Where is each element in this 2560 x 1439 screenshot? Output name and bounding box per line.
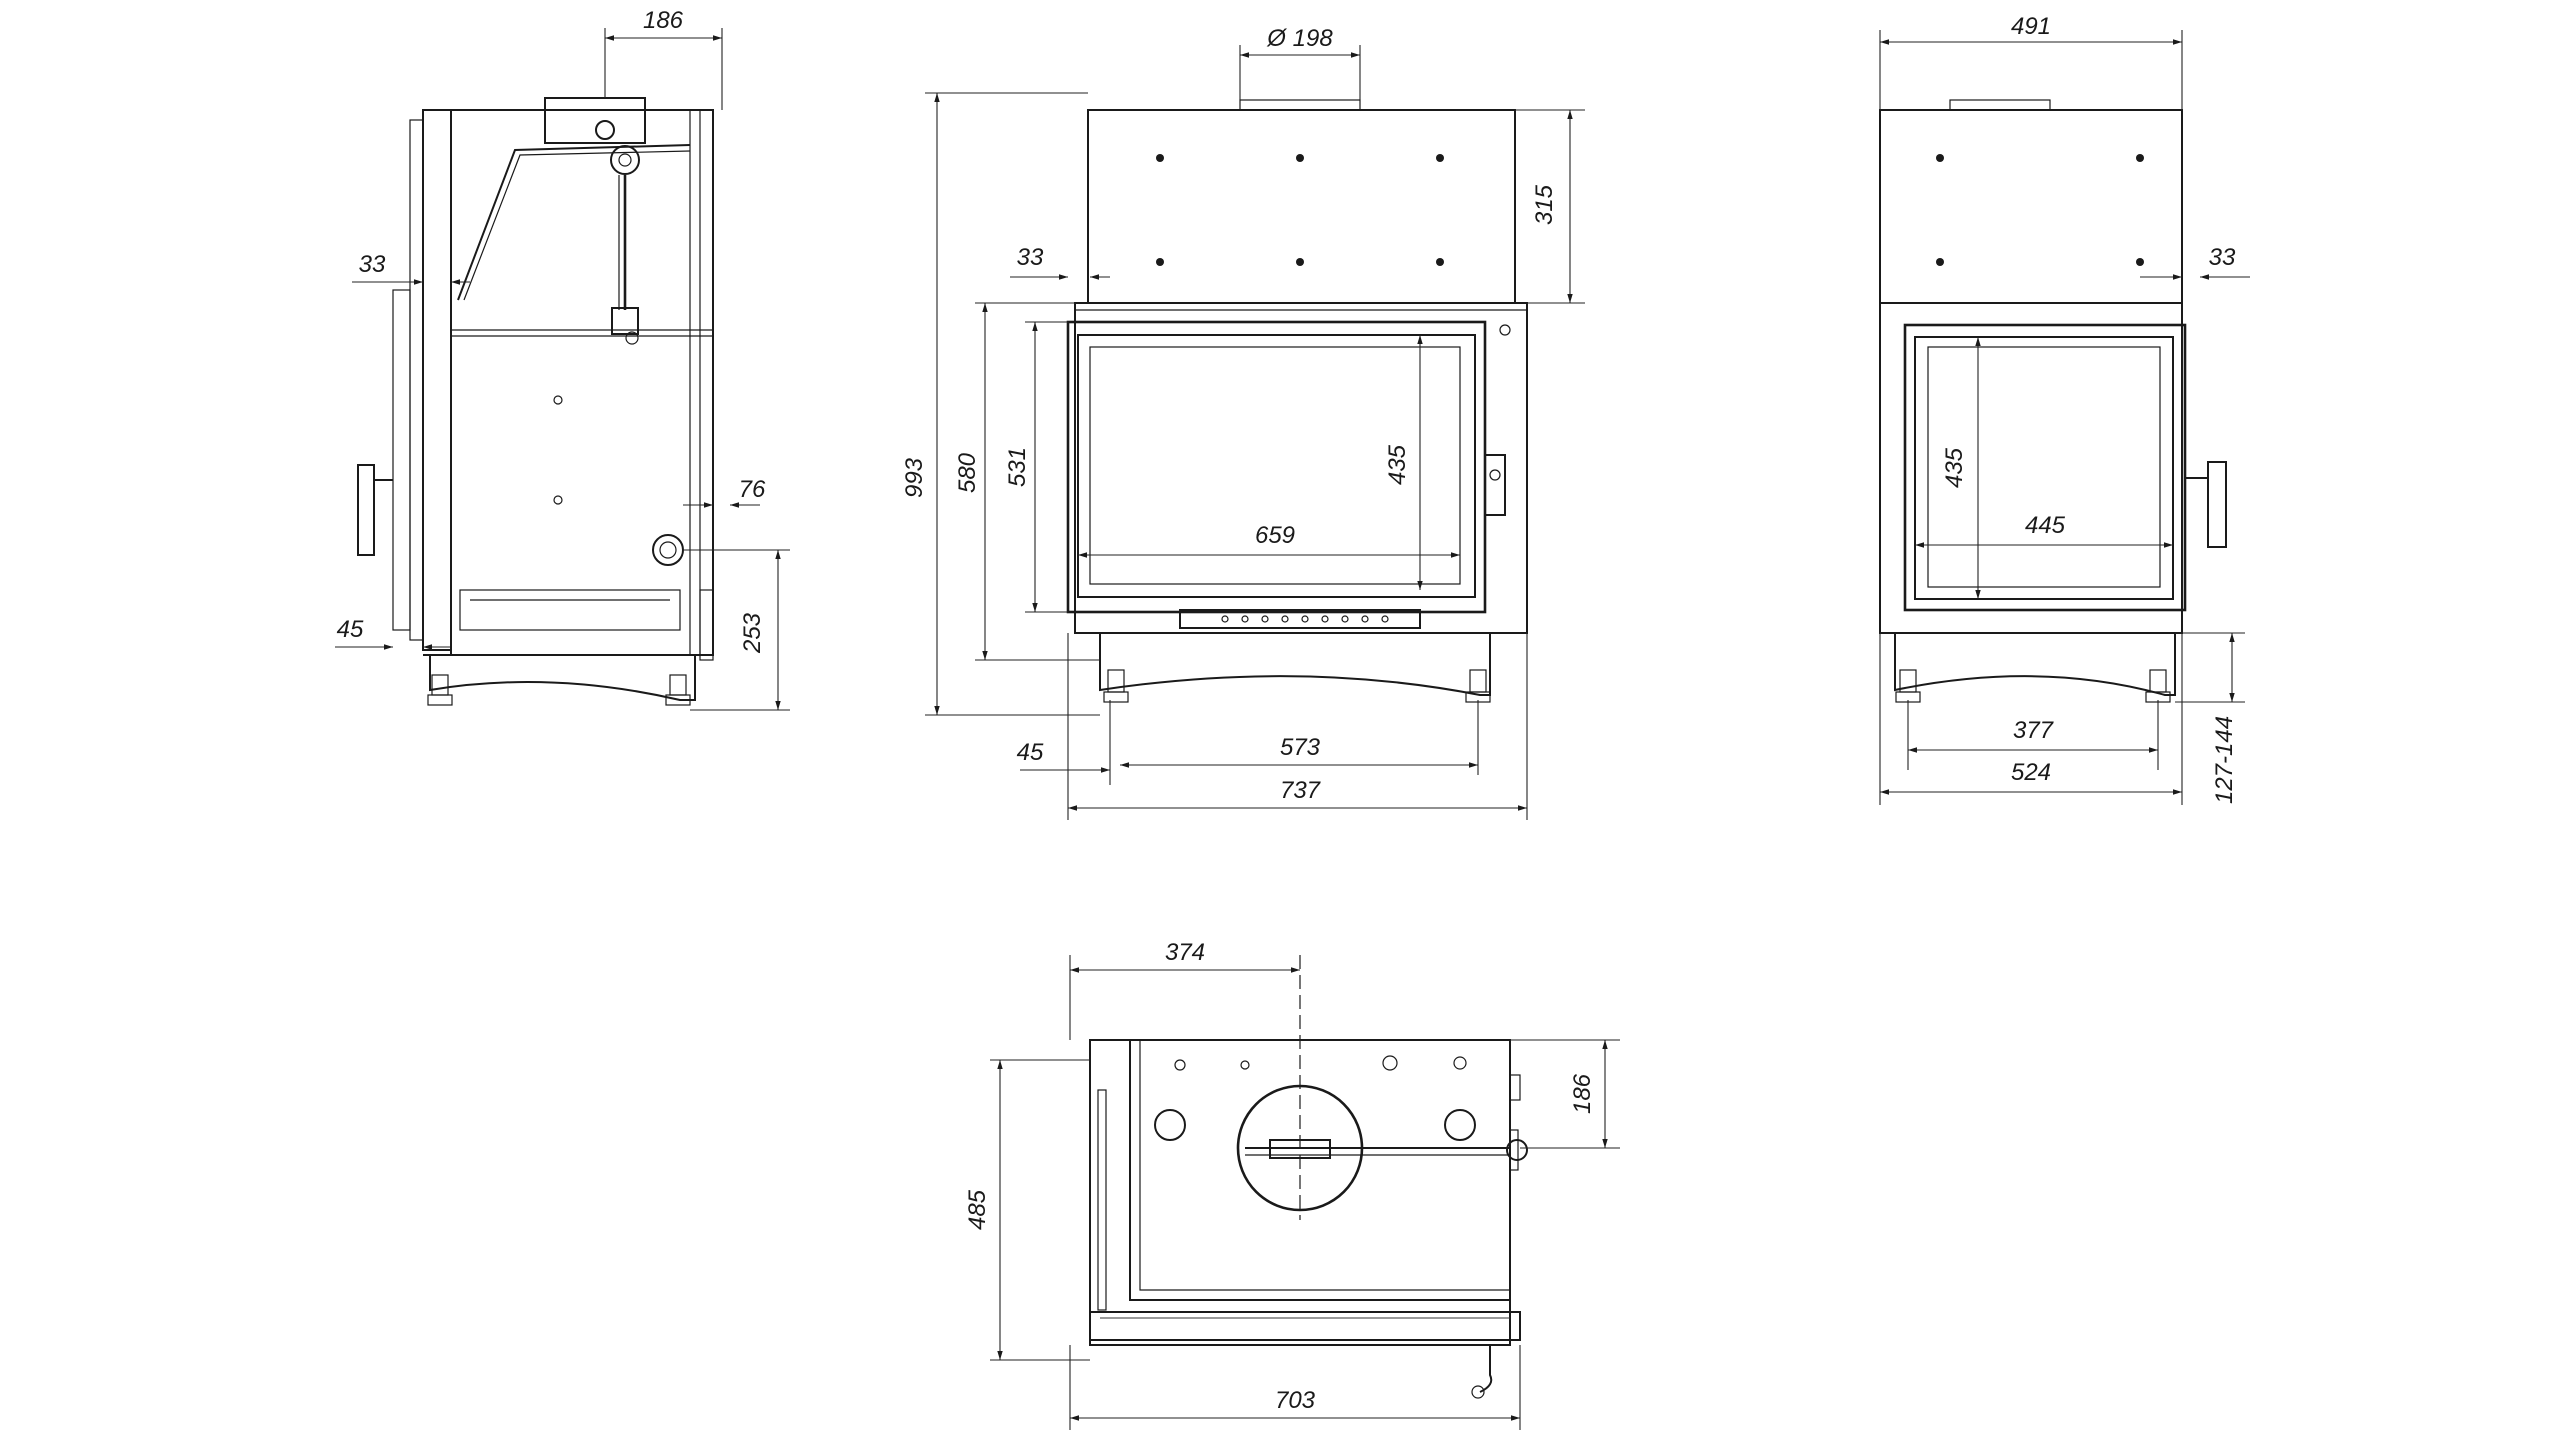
front-dim-315: 315 xyxy=(1531,184,1558,225)
side-baffle xyxy=(457,144,691,301)
rear-door-handle xyxy=(2207,461,2227,548)
rear-dim-377: 377 xyxy=(2013,717,2055,744)
top-view: 374 186 485 703 xyxy=(964,939,1620,1430)
rear-dim-445: 445 xyxy=(2025,512,2066,539)
top-damper-knob-icon xyxy=(1506,1139,1528,1161)
front-dim-flue: Ø 198 xyxy=(1266,25,1333,52)
front-door-handle xyxy=(1484,454,1506,516)
rear-dim-127-144: 127-144 xyxy=(2211,716,2238,804)
front-view: Ø 198 315 33 993 580 531 435 659 45 xyxy=(901,25,1585,820)
top-port-right-icon xyxy=(1444,1109,1476,1141)
top-inner-frame xyxy=(1129,1040,1510,1301)
rear-dim-33: 33 xyxy=(2209,244,2236,271)
front-dim-993: 993 xyxy=(901,457,928,498)
front-dim-435: 435 xyxy=(1384,444,1411,485)
side-dim-76: 76 xyxy=(739,476,766,503)
side-door-handle xyxy=(357,464,375,556)
rear-view: 491 33 435 445 377 524 127-144 xyxy=(1879,13,2250,805)
front-dim-45: 45 xyxy=(1017,739,1044,766)
damper-handle xyxy=(611,307,639,335)
side-dim-253: 253 xyxy=(739,612,766,654)
front-dim-659: 659 xyxy=(1255,522,1295,549)
top-handle xyxy=(1479,1345,1493,1393)
front-dim-33: 33 xyxy=(1017,244,1044,271)
front-dim-573: 573 xyxy=(1280,734,1321,761)
top-dim-374: 374 xyxy=(1165,939,1205,966)
side-door-profile xyxy=(409,119,424,641)
rear-body xyxy=(1879,302,2183,634)
front-dim-737: 737 xyxy=(1280,777,1322,804)
side-body xyxy=(450,109,714,656)
top-front-strip xyxy=(1089,1311,1521,1341)
front-glass xyxy=(1077,334,1476,598)
side-view: 186 33 76 45 253 xyxy=(335,7,790,711)
side-dim-186: 186 xyxy=(643,7,684,34)
rear-dim-524: 524 xyxy=(2011,759,2051,786)
side-dim-33: 33 xyxy=(359,251,386,278)
air-intake-holes xyxy=(1221,615,1389,623)
side-front-frame xyxy=(422,109,452,651)
front-body xyxy=(1074,302,1528,634)
front-door xyxy=(1066,320,1487,614)
rear-door xyxy=(1903,323,2187,612)
rear-glass xyxy=(1914,336,2174,600)
rear-dim-491: 491 xyxy=(2011,13,2051,40)
top-port-left-icon xyxy=(1154,1109,1186,1141)
top-dim-703: 703 xyxy=(1275,1387,1316,1414)
damper-pivot-icon xyxy=(610,145,640,175)
rear-upper-hood xyxy=(1879,109,2183,304)
front-dim-580: 580 xyxy=(954,452,981,493)
front-upper-hood xyxy=(1087,109,1516,304)
top-dim-485: 485 xyxy=(964,1189,991,1230)
rear-bolts xyxy=(1936,154,2144,266)
side-flue-collar xyxy=(544,97,646,144)
rear-dim-435: 435 xyxy=(1941,447,1968,488)
top-dim-186: 186 xyxy=(1569,1073,1596,1114)
front-dim-531: 531 xyxy=(1004,447,1031,487)
front-air-intake xyxy=(1179,609,1421,629)
front-bolts xyxy=(1156,154,1444,266)
side-dim-45: 45 xyxy=(337,616,364,643)
side-door-panel xyxy=(392,289,411,631)
water-port-icon xyxy=(652,534,684,566)
